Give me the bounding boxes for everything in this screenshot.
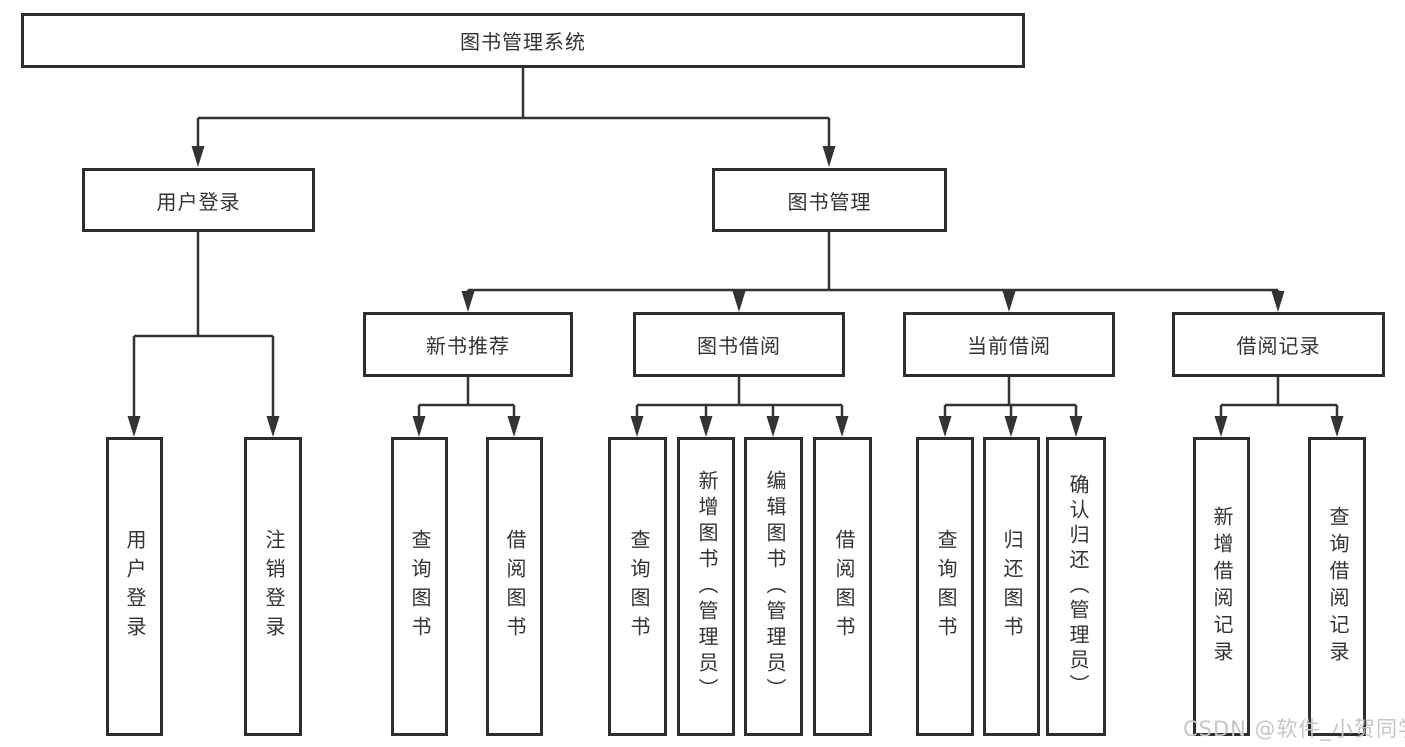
leaf-current-confirm-return-admin: 确认归还（管理员） [1046,437,1106,736]
leaf-borrowing-add-books-admin: 新增图书（管理员） [677,437,735,736]
node-book-management: 图书管理 [712,168,947,232]
node-root-system: 图书管理系统 [21,13,1025,68]
leaf-user-login: 用户登录 [106,437,163,736]
leaf-borrowing-edit-books-admin: 编辑图书（管理员） [744,437,803,736]
leaf-recommend-query-books: 查询图书 [391,437,448,736]
node-current-borrowing: 当前借阅 [903,312,1115,377]
node-new-book-recommend: 新书推荐 [363,312,573,377]
leaf-records-query-record: 查询借阅记录 [1308,437,1366,736]
node-borrow-records: 借阅记录 [1172,312,1385,377]
leaf-records-add-record: 新增借阅记录 [1193,437,1250,736]
node-user-login: 用户登录 [82,168,315,232]
leaf-recommend-borrow-books: 借阅图书 [486,437,543,736]
leaf-borrowing-borrow-books: 借阅图书 [813,437,872,736]
leaf-current-return-books: 归还图书 [983,437,1040,736]
arrowhead-icons [127,146,1344,437]
leaf-current-query-books: 查询图书 [916,437,974,736]
node-book-borrowing: 图书借阅 [633,312,845,377]
csdn-watermark: CSDN @软件_小贺同学 [1183,717,1405,741]
leaf-logout: 注销登录 [244,437,302,736]
leaf-borrowing-query-books: 查询图书 [608,437,667,736]
